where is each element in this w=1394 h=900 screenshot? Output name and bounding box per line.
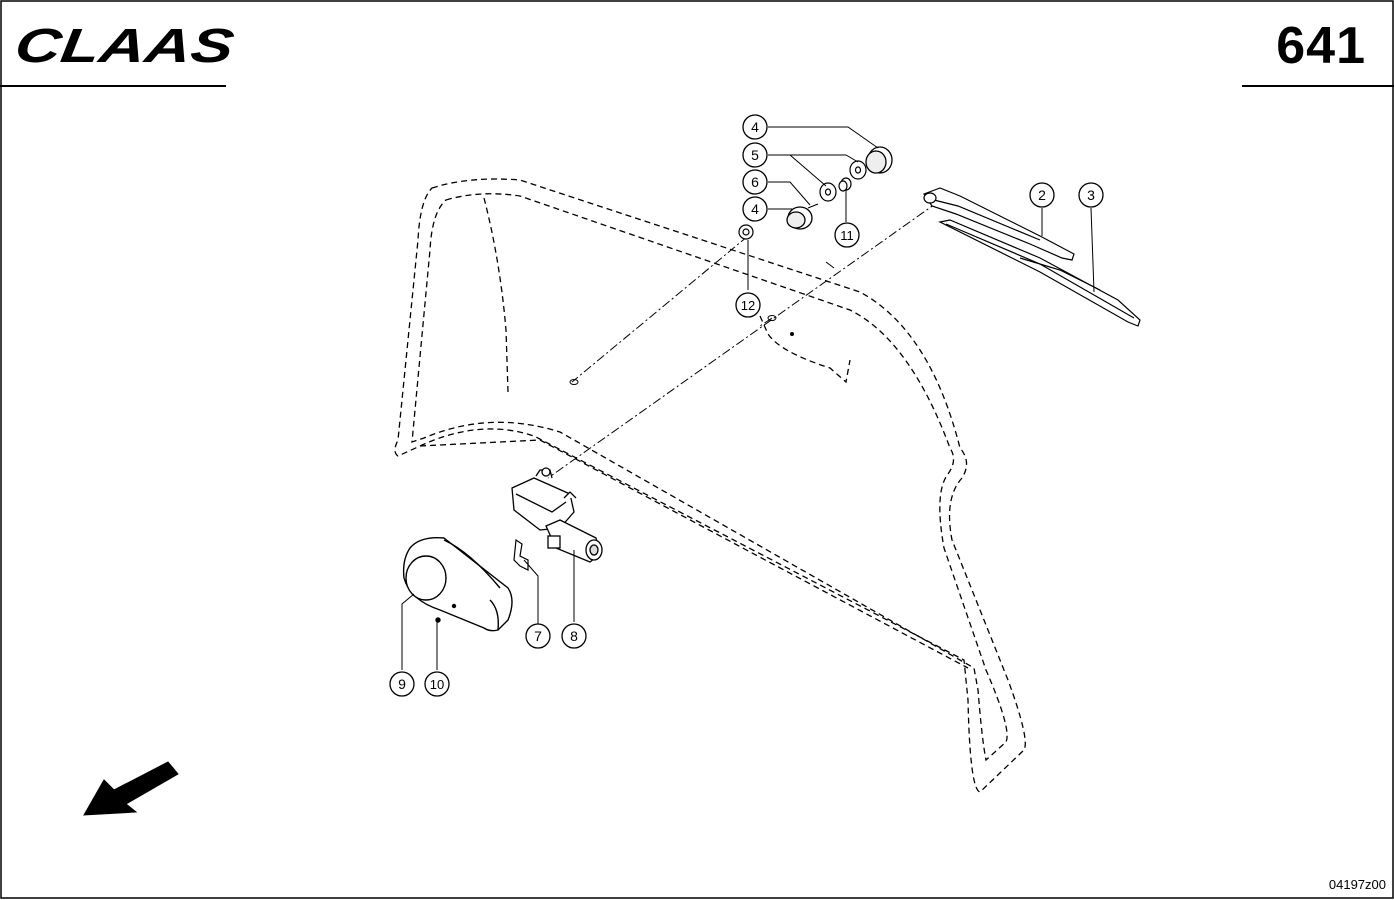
callout-8: 8 [561, 623, 587, 649]
part-cap-top [865, 146, 893, 174]
drawing-code: 04197z00 [1328, 877, 1386, 892]
callout-7: 7 [525, 623, 551, 649]
mount-holes [569, 315, 794, 385]
svg-text:9: 9 [398, 676, 406, 692]
part-washer-5b [819, 182, 837, 202]
svg-text:12: 12 [741, 298, 755, 313]
svg-text:4: 4 [751, 119, 759, 135]
svg-text:11: 11 [840, 228, 854, 243]
svg-text:7: 7 [534, 628, 542, 644]
callout-4-lower: 4 [742, 196, 768, 222]
svg-text:8: 8 [570, 628, 578, 644]
part-wiper-arm [923, 187, 1075, 261]
part-bracket [513, 538, 529, 571]
claas-logo: CLAAS [12, 19, 238, 73]
leader-lines [401, 126, 1095, 670]
part-wiper-motor [511, 467, 603, 563]
callout-4-top: 4 [742, 114, 768, 140]
callout-11: 11 [834, 222, 860, 248]
direction-arrow-icon [83, 761, 179, 816]
callout-2: 2 [1029, 182, 1055, 208]
callout-3: 3 [1078, 182, 1104, 208]
part-pin-6 [807, 203, 819, 209]
svg-text:10: 10 [430, 677, 444, 692]
svg-text:6: 6 [751, 174, 759, 190]
callout-10: 10 [424, 671, 450, 697]
part-grommet-4 [786, 206, 813, 230]
callout-9: 9 [389, 671, 415, 697]
logo-wordmark: CLAAS [12, 19, 238, 73]
page-number: 641 [1276, 17, 1366, 75]
svg-text:2: 2 [1038, 187, 1046, 203]
svg-text:4: 4 [751, 201, 759, 217]
svg-text:3: 3 [1087, 187, 1095, 203]
part-washer-5 [849, 160, 867, 180]
windshield-outline [394, 178, 1026, 793]
callout-5: 5 [742, 142, 768, 168]
callout-6: 6 [742, 169, 768, 195]
part-nut-12 [738, 224, 754, 240]
assembly-lines [547, 201, 939, 479]
callout-12: 12 [735, 292, 761, 318]
svg-text:5: 5 [751, 147, 759, 163]
part-wiper-blade [938, 219, 1141, 327]
part-motor-cover [402, 537, 513, 632]
part-spacer-11 [838, 177, 852, 192]
